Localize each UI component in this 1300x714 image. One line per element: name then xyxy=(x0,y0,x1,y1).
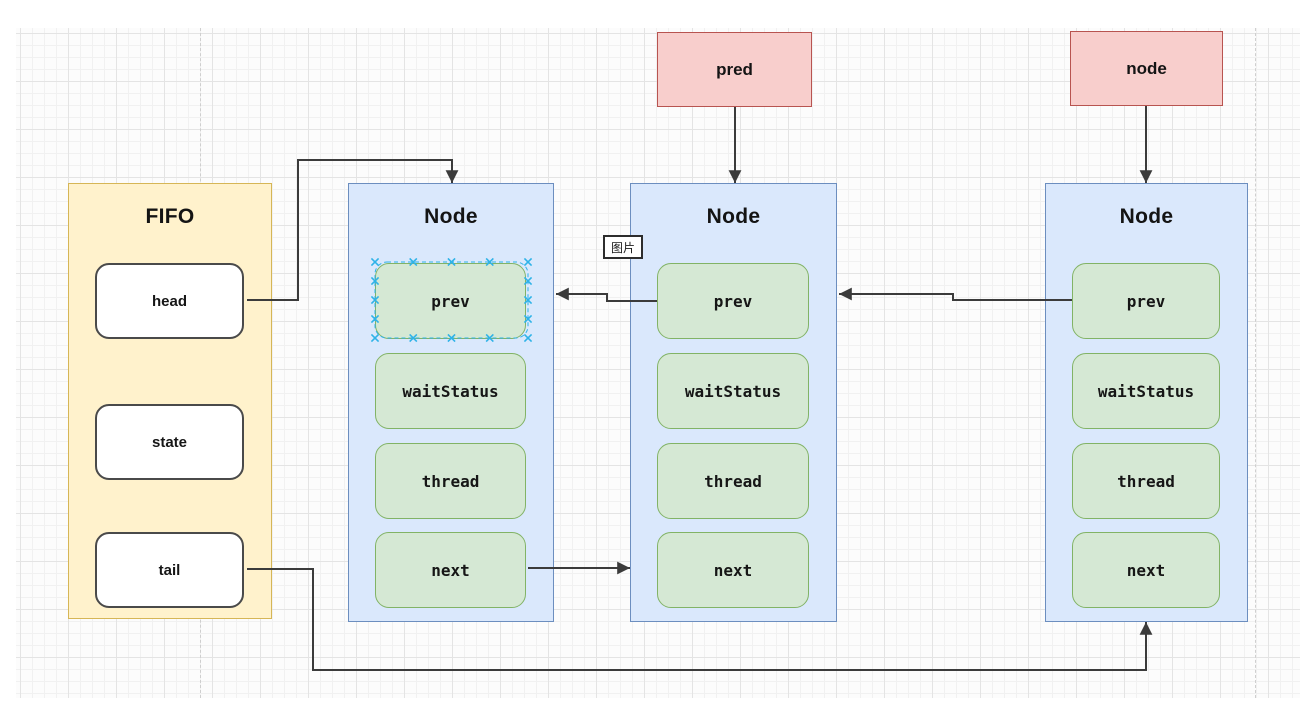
node3-thread-box[interactable]: thread xyxy=(1072,443,1220,519)
node1-waitstatus-label: waitStatus xyxy=(402,381,499,401)
node3-thread-label: thread xyxy=(1117,471,1175,491)
node3-waitstatus-label: waitStatus xyxy=(1097,381,1195,401)
canvas-margin xyxy=(0,0,16,714)
node2-container[interactable]: Node prev waitStatus thread next xyxy=(630,183,837,622)
selection-handle-x[interactable] xyxy=(485,257,494,267)
node-label: node xyxy=(1126,58,1167,78)
node3-next-box[interactable]: next xyxy=(1072,532,1220,608)
node2-prev-label: prev xyxy=(713,291,753,311)
selection-handle-x[interactable] xyxy=(447,257,456,267)
node-pointer-box[interactable]: node xyxy=(1070,31,1223,106)
fifo-state-label: state xyxy=(151,433,188,451)
node1-prev-label: prev xyxy=(431,291,470,311)
fifo-tail-label: tail xyxy=(158,561,181,579)
fifo-head-box[interactable]: head xyxy=(95,263,244,339)
canvas-margin xyxy=(0,0,1300,28)
selection-handle-x[interactable] xyxy=(370,314,380,324)
node2-thread-box[interactable]: thread xyxy=(657,443,809,519)
selection-handle-x[interactable] xyxy=(370,257,380,267)
selection-handle-x[interactable] xyxy=(447,333,456,343)
edge-node3prev-to-node2[interactable] xyxy=(839,287,1072,301)
node1-thread-box[interactable]: thread xyxy=(375,443,526,519)
edge-head-to-node1[interactable] xyxy=(247,159,459,301)
node1-next-box[interactable]: next xyxy=(375,532,526,608)
node2-waitstatus-box[interactable]: waitStatus xyxy=(657,353,809,429)
page-break-guide xyxy=(1255,28,1256,698)
canvas-margin xyxy=(0,698,1300,714)
edge-node2prev-to-node1[interactable] xyxy=(556,287,657,302)
node1-container[interactable]: Node prev waitStatus thread next xyxy=(348,183,554,622)
selection-handle-x[interactable] xyxy=(409,333,418,343)
node3-waitstatus-box[interactable]: waitStatus xyxy=(1072,353,1220,429)
node3-prev-box[interactable]: prev xyxy=(1072,263,1220,339)
node2-prev-box[interactable]: prev xyxy=(657,263,809,339)
node1-waitstatus-box[interactable]: waitStatus xyxy=(375,353,526,429)
node3-next-label: next xyxy=(1126,560,1166,580)
edge-layer xyxy=(247,106,1153,671)
pred-pointer-box[interactable]: pred xyxy=(657,32,812,107)
selection-handle-x[interactable] xyxy=(523,295,533,305)
selection-handle-x[interactable] xyxy=(370,295,380,305)
selection-handle-x[interactable] xyxy=(523,333,533,343)
node3-title: Node xyxy=(1119,205,1174,228)
selection-handle-x[interactable] xyxy=(523,257,533,267)
node2-title: Node xyxy=(706,205,761,228)
node1-title: Node xyxy=(424,205,478,228)
node2-next-box[interactable]: next xyxy=(657,532,809,608)
node1-thread-label: thread xyxy=(421,471,480,491)
image-tooltip-label: 图片 xyxy=(610,240,635,255)
fifo-container[interactable]: FIFO head state tail xyxy=(68,183,272,619)
selection-handle-x[interactable] xyxy=(523,314,533,324)
node3-prev-label: prev xyxy=(1126,291,1166,311)
fifo-title: FIFO xyxy=(145,205,195,228)
selection-handles[interactable] xyxy=(370,257,533,343)
pred-label: pred xyxy=(716,59,753,79)
selection-handle-x[interactable] xyxy=(523,276,533,286)
node3-container[interactable]: Node prev waitStatus thread next xyxy=(1045,183,1248,622)
fifo-tail-box[interactable]: tail xyxy=(95,532,244,608)
selection-handle-x[interactable] xyxy=(370,333,380,343)
fifo-head-label: head xyxy=(151,292,187,310)
selection-handle-x[interactable] xyxy=(409,257,418,267)
selection-handle-x[interactable] xyxy=(485,333,494,343)
selection-handle-x[interactable] xyxy=(370,276,380,286)
node2-next-label: next xyxy=(713,560,753,580)
edge-tail-to-node3[interactable] xyxy=(247,568,1153,671)
node2-thread-label: thread xyxy=(704,471,762,491)
node1-next-label: next xyxy=(431,560,470,580)
fifo-state-box[interactable]: state xyxy=(95,404,244,480)
image-tooltip: 图片 xyxy=(603,235,643,259)
node2-waitstatus-label: waitStatus xyxy=(684,381,782,401)
node1-prev-box[interactable]: prev xyxy=(375,263,526,339)
